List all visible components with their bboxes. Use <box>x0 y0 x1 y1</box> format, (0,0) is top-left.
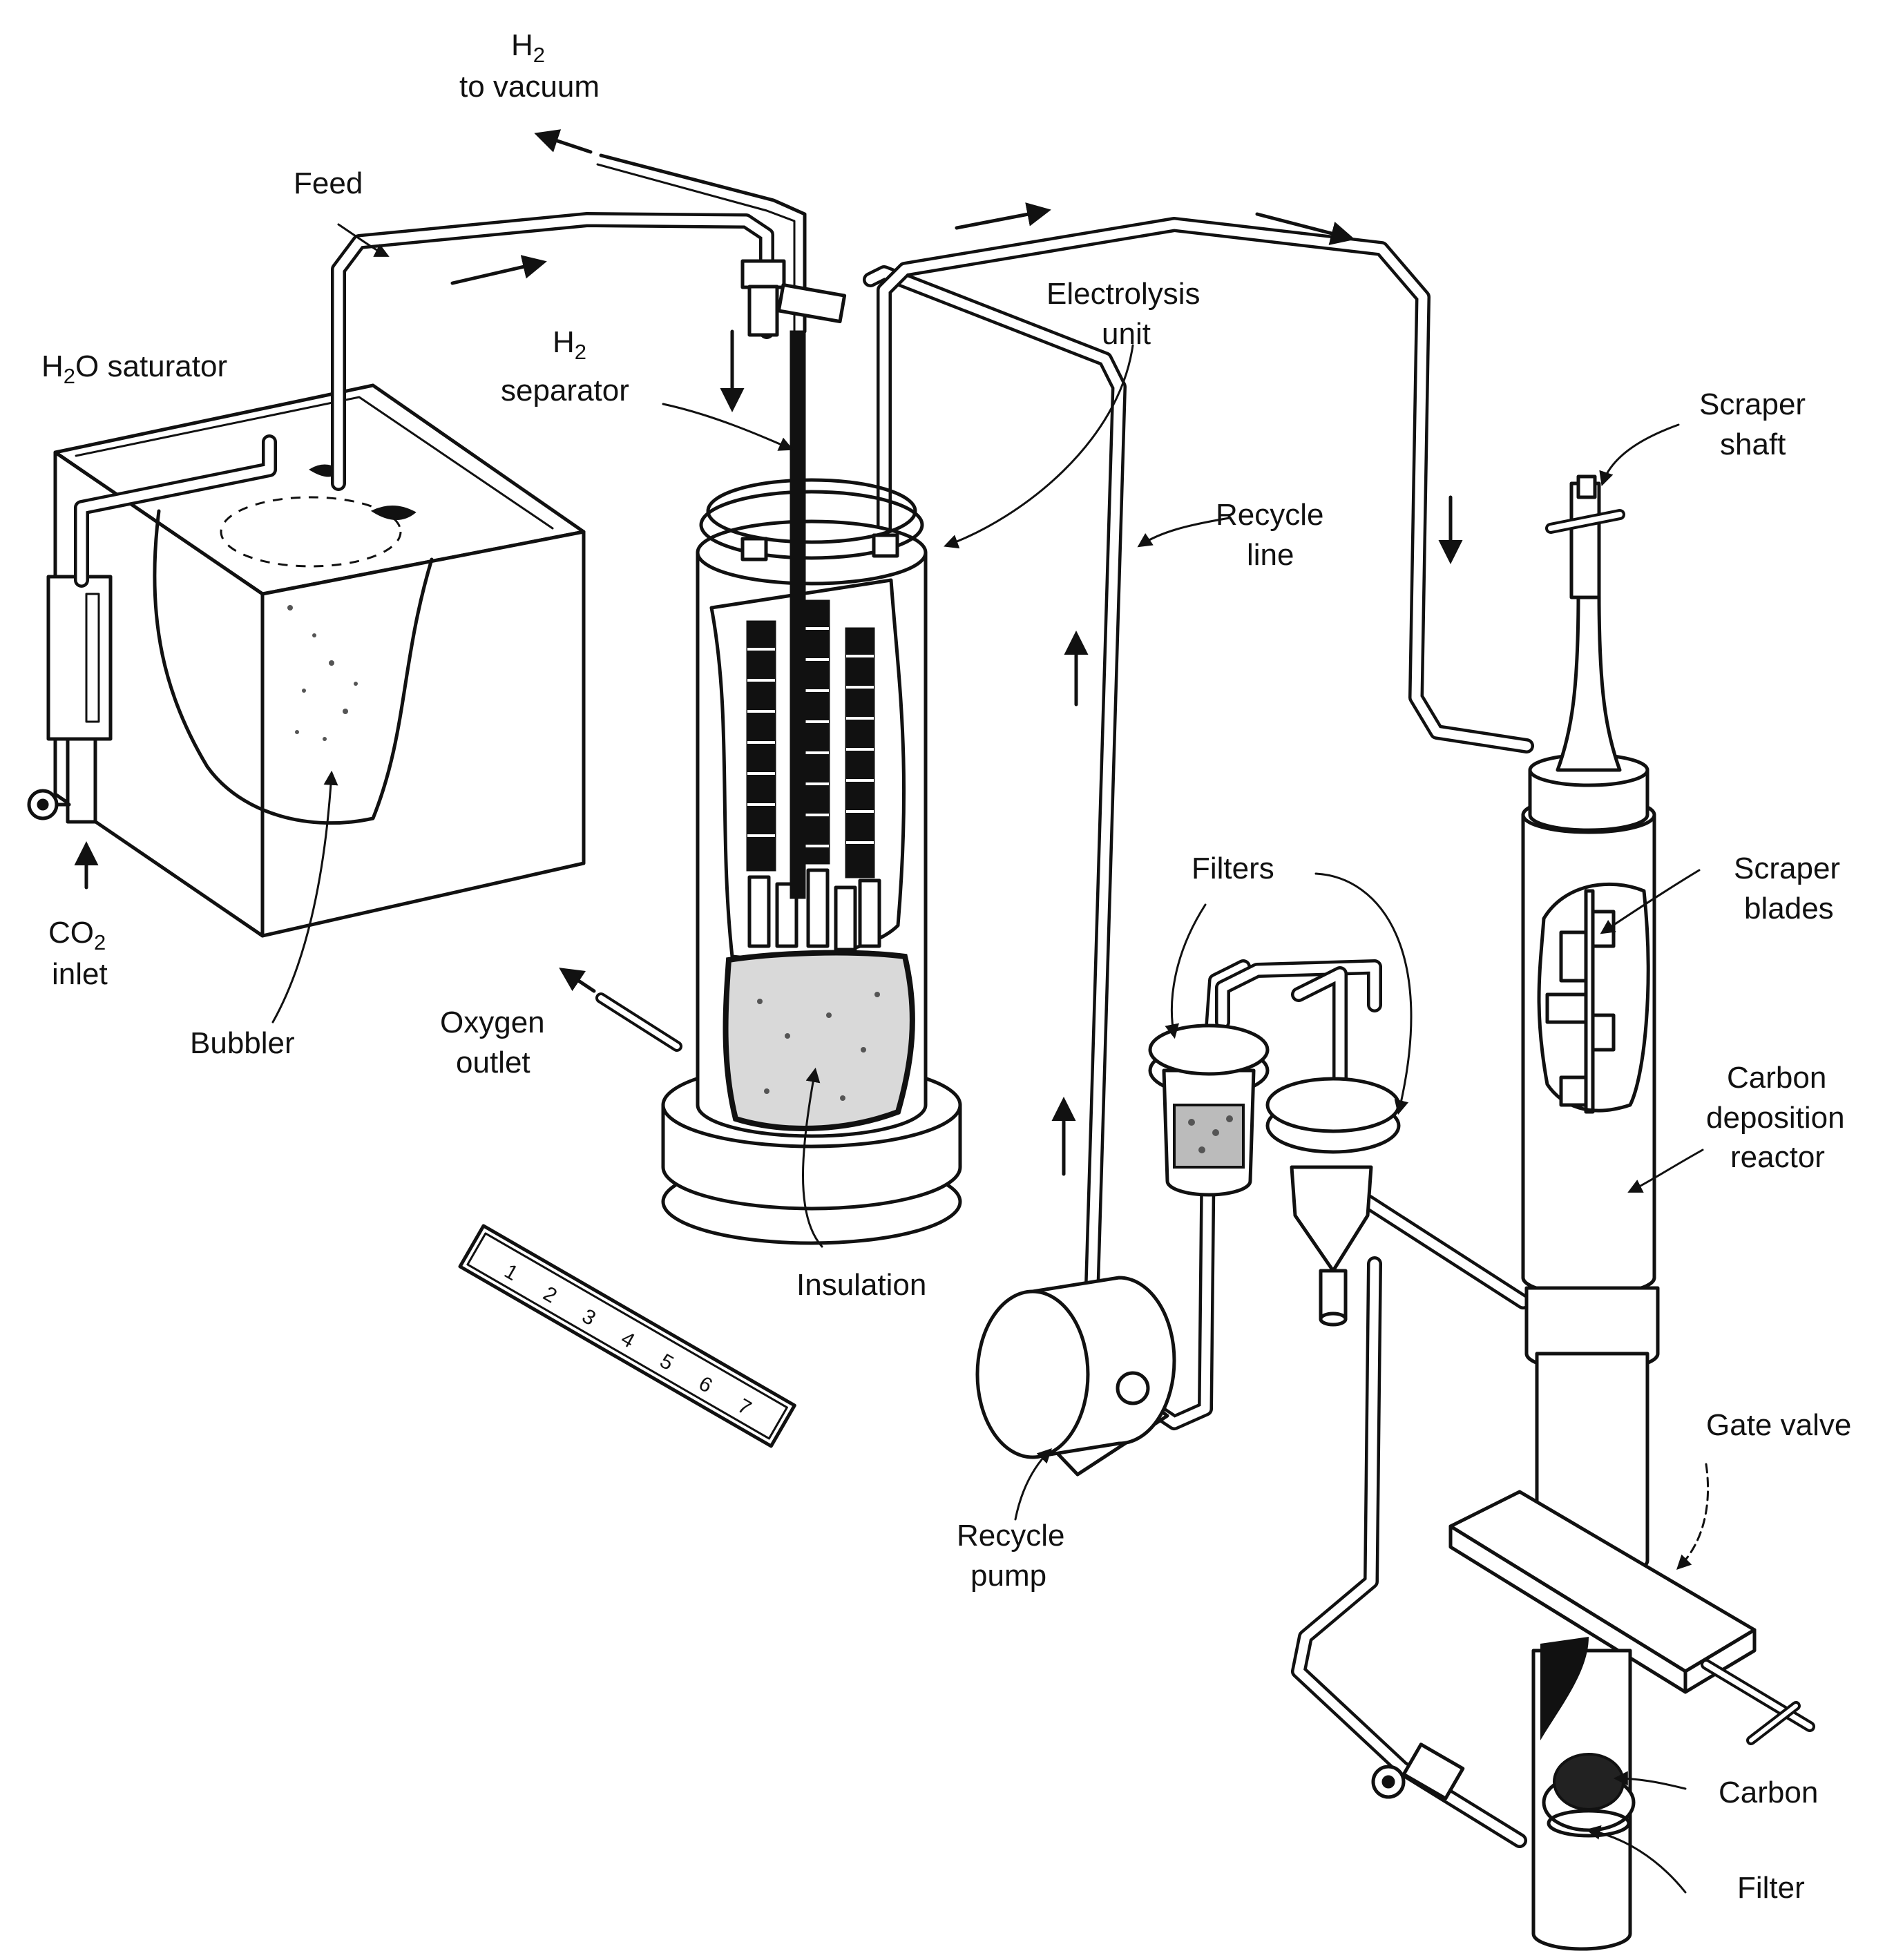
h2-vacuum-sub: 2 <box>533 43 545 67</box>
label-scraper-blades: Scraper blades <box>1734 852 1840 925</box>
electrode-stacks <box>746 599 881 952</box>
electrolysis-unit-line2: unit <box>1102 317 1151 351</box>
label-insulation: Insulation <box>796 1268 926 1302</box>
t-junction-fitting <box>740 259 847 337</box>
recycle-pump-line1: Recycle <box>957 1519 1065 1553</box>
carbon-deposition-reactor-line2: deposition <box>1706 1101 1845 1135</box>
carbon-collector <box>1531 1637 1636 1951</box>
scraper-shaft-line2: shaft <box>1720 427 1786 461</box>
co2-inlet-sub: 2 <box>94 930 106 954</box>
scraper-blades-line1: Scraper <box>1734 852 1840 885</box>
co2-inlet-main: CO <box>48 916 94 950</box>
svg-text:CO2: CO2 <box>48 916 106 954</box>
oxygen-outlet-line1: Oxygen <box>440 1006 545 1039</box>
label-gate-valve: Gate valve <box>1706 1408 1851 1442</box>
label-feed: Feed <box>294 166 363 200</box>
svg-text:H2: H2 <box>553 325 586 364</box>
recycle-pump <box>975 1276 1176 1477</box>
label-recycle-pump: Recycle pump <box>957 1519 1065 1593</box>
flow-arrows <box>74 129 1463 1176</box>
electrolysis-unit-line1: Electrolysis <box>1046 277 1201 311</box>
label-electrolysis-unit: Electrolysis unit <box>1046 277 1201 351</box>
h2-separator-sub: 2 <box>575 340 586 364</box>
filter-left <box>1148 1024 1270 1197</box>
label-filters: Filters <box>1192 852 1274 885</box>
leader-lines <box>271 223 1710 1894</box>
recycle-line-line1: Recycle <box>1216 498 1324 532</box>
recycle-line-line2: line <box>1247 538 1294 572</box>
pipes <box>74 153 1534 1848</box>
water-specks <box>287 605 358 741</box>
flowmeter <box>46 575 113 824</box>
scraper-shaft-line1: Scraper <box>1699 387 1806 421</box>
h2o-saturator-tank <box>53 383 586 938</box>
scraper-blades-line2: blades <box>1744 892 1834 925</box>
carbon-deposition-reactor-line1: Carbon <box>1727 1061 1826 1095</box>
carbon-deposition-reactor <box>1521 474 1660 1578</box>
h2o-saturator-sub: 2 <box>64 364 75 388</box>
label-oxygen-outlet: Oxygen outlet <box>440 1006 545 1079</box>
co2-inlet-line2: inlet <box>52 957 108 991</box>
gate-valve <box>1448 1490 1815 1745</box>
label-co2-inlet: CO2 inlet <box>48 916 108 991</box>
labels: H2 to vacuum Feed H2O saturator H2 separ… <box>41 28 1851 1905</box>
measurement-ruler: 1 2 3 4 5 6 7 <box>458 1224 796 1448</box>
electrolysis-unit <box>595 330 962 1245</box>
label-scraper-shaft: Scraper shaft <box>1699 387 1806 461</box>
h2o-saturator-rest: O saturator <box>75 349 227 383</box>
label-h2-to-vacuum: H2 to vacuum <box>459 28 600 104</box>
label-filter: Filter <box>1737 1871 1805 1905</box>
h2-vacuum-line2: to vacuum <box>459 70 600 104</box>
label-h2-separator: H2 separator <box>501 325 629 407</box>
filter-right <box>1265 1077 1401 1327</box>
recycle-pump-line2: pump <box>970 1559 1046 1593</box>
carbon-deposition-reactor-line3: reactor <box>1730 1140 1825 1174</box>
label-recycle-line: Recycle line <box>1216 498 1324 572</box>
label-carbon: Carbon <box>1719 1776 1818 1809</box>
h2-separator-line2: separator <box>501 374 629 407</box>
h2o-saturator-main: H <box>41 349 64 383</box>
label-carbon-deposition-reactor: Carbon deposition reactor <box>1706 1061 1845 1174</box>
h2-vacuum-main: H <box>511 28 533 62</box>
h2-separator-main: H <box>553 325 575 359</box>
h2-vacuum-pipe <box>599 153 807 334</box>
oxygen-outlet-line2: outlet <box>456 1046 530 1079</box>
co2-valve-icon <box>27 789 71 820</box>
label-bubbler: Bubbler <box>190 1026 295 1060</box>
svg-text:H2: H2 <box>511 28 545 67</box>
label-h2o-saturator: H2O saturator <box>41 349 227 388</box>
return-line-valve-icon <box>1371 1742 1465 1800</box>
